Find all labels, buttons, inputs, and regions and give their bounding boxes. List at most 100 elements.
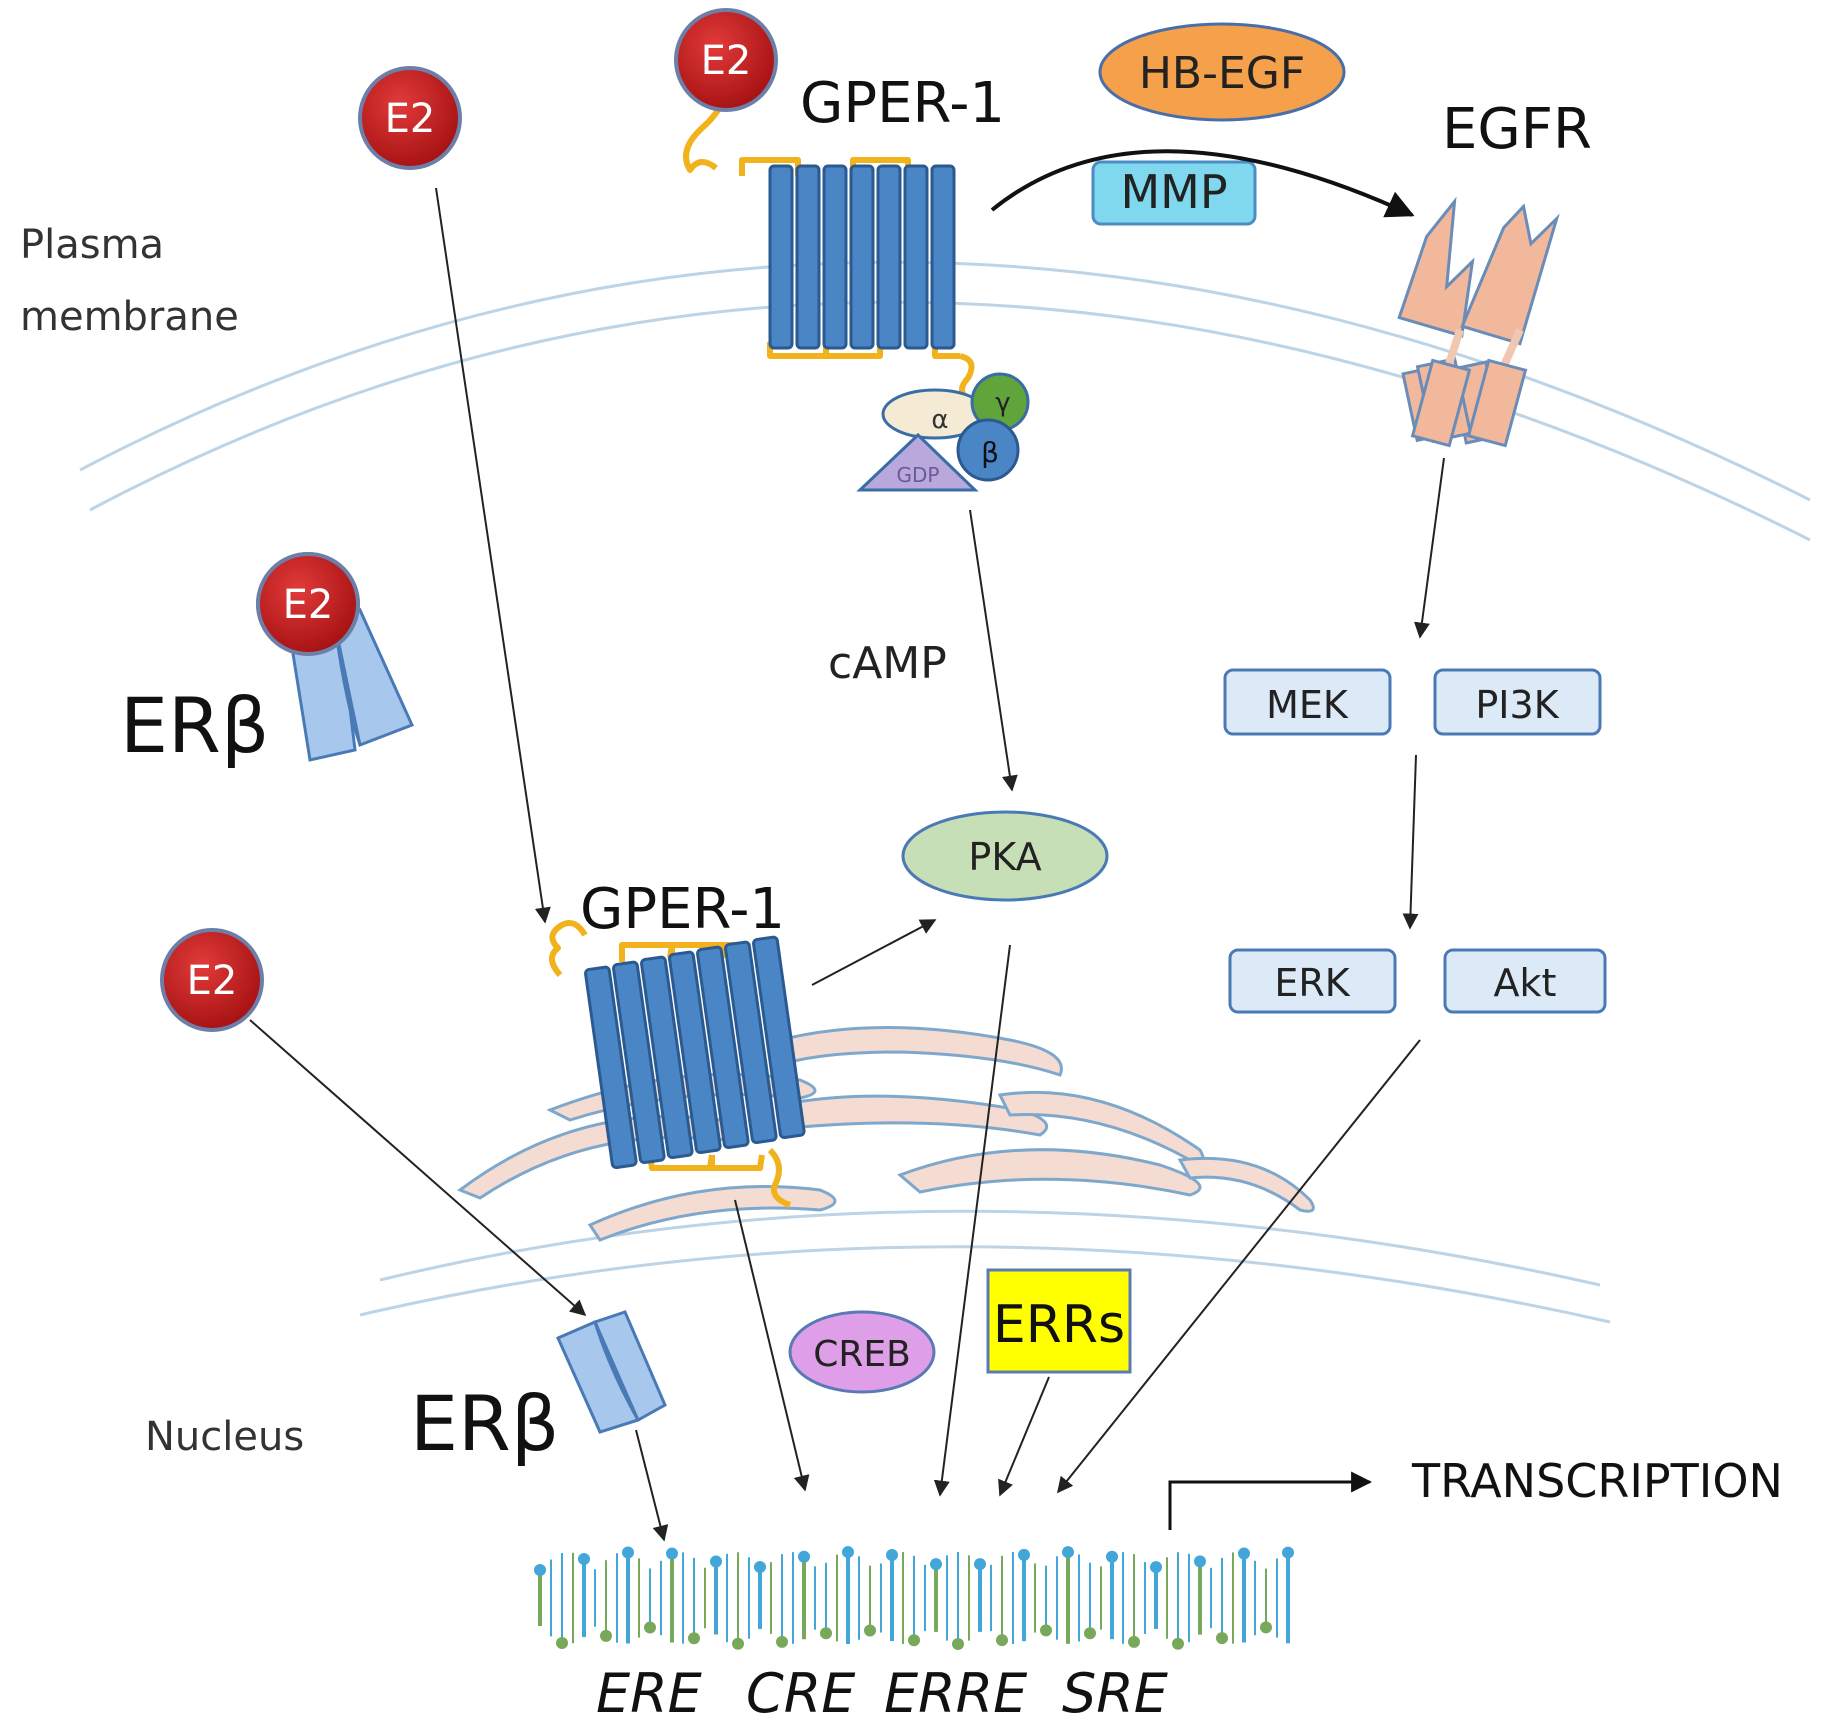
creb-label: CREB [813, 1334, 911, 1375]
arrow-e2-to-nuclear-erb [249, 1019, 587, 1317]
dna-base [666, 1547, 678, 1560]
dna-base [798, 1550, 810, 1563]
g-alpha-label: α [931, 405, 948, 435]
arrow-erk-to-sre [1056, 1039, 1421, 1494]
dna-base [1238, 1547, 1250, 1560]
g-gamma-label: γ [995, 388, 1010, 418]
dna-base [930, 1558, 942, 1571]
erk-label: ERK [1274, 961, 1350, 1005]
errs-label: ERRs [993, 1295, 1125, 1355]
arrow-errs-to-erre [998, 1376, 1050, 1497]
erb-nuclear-label: ERβ [410, 1379, 559, 1468]
nucleus-label: Nucleus [145, 1414, 304, 1460]
dna-strand [534, 1546, 1294, 1650]
g-protein-complex: α γ β GDP [856, 372, 1030, 492]
arrow-gper-to-egfr [990, 149, 1415, 218]
gdp-triangle [856, 432, 979, 492]
e2-ligand-top-left: E2 [358, 66, 462, 170]
mmp-label: MMP [1120, 165, 1227, 219]
sre-label: SRE [1062, 1662, 1169, 1725]
dna-base [864, 1624, 876, 1637]
dna-base [1106, 1550, 1118, 1563]
mmp-node: MMP [1091, 160, 1257, 226]
dna-base [556, 1637, 568, 1650]
dna-base [600, 1629, 612, 1642]
akt-node: Akt [1443, 948, 1607, 1014]
camp-label: cAMP [828, 638, 947, 689]
gper1-mid-label: GPER-1 [580, 877, 785, 942]
pi3k-node: PI3K [1433, 668, 1602, 736]
mek-node: MEK [1223, 668, 1392, 736]
arrow-gper-to-pka [811, 919, 937, 986]
dna-base [886, 1548, 898, 1561]
arrow-er-to-cre [734, 1199, 810, 1492]
arrow-kinase-to-erk [1402, 754, 1419, 930]
gper1-er-receptor [549, 920, 806, 1208]
arrow-erb-to-ere [635, 1429, 669, 1542]
pathway-arrows [249, 187, 1445, 1542]
mek-label: MEK [1266, 683, 1349, 727]
arrow-to-transcription [1168, 1471, 1373, 1530]
egfr-label: EGFR [1442, 97, 1592, 162]
gper1-membrane-receptor [683, 98, 975, 403]
plasma-membrane-label-line1: Plasma [20, 222, 164, 268]
e2-ligand-lower-left: E2 [160, 928, 264, 1032]
arrow-e2-to-er-gper [435, 187, 551, 924]
dna-base [1194, 1555, 1206, 1568]
pka-label: PKA [968, 835, 1041, 879]
dna-base [820, 1627, 832, 1640]
dna-base [644, 1621, 656, 1634]
dna-base [776, 1635, 788, 1648]
pka-node: PKA [901, 810, 1109, 902]
dna-base [1018, 1548, 1030, 1561]
dna-base [1282, 1546, 1294, 1559]
dna-base [622, 1546, 634, 1559]
e2-label: E2 [385, 96, 436, 142]
hbegf-node: HB-EGF [1098, 22, 1346, 122]
dna-base [996, 1634, 1008, 1647]
dna-base [952, 1638, 964, 1650]
nuclear-envelope [359, 1209, 1611, 1324]
dna-base [1128, 1635, 1140, 1648]
endoplasmic-reticulum [456, 1026, 1315, 1242]
dna-base [908, 1634, 920, 1647]
erre-label: ERRE [884, 1662, 1028, 1725]
g-beta-subunit [956, 418, 1020, 482]
dna-base [974, 1558, 986, 1571]
creb-node: CREB [788, 1310, 936, 1394]
dna-base [732, 1637, 744, 1650]
egfr-receptor [1397, 196, 1560, 448]
e2-label: E2 [283, 582, 334, 628]
errs-node: ERRs [986, 1268, 1132, 1374]
dna-base [754, 1561, 766, 1574]
e2-ligand-gper: E2 [674, 8, 778, 112]
erb-cytoplasmic-receptor [288, 607, 415, 762]
arrow-pka-to-erre [933, 944, 1011, 1497]
akt-label: Akt [1494, 961, 1557, 1005]
dna-base [1062, 1546, 1074, 1559]
e2-label: E2 [187, 958, 238, 1004]
erb-cytoplasmic-label: ERβ [120, 681, 269, 770]
dna-base [1150, 1561, 1162, 1574]
dna-base [1216, 1632, 1228, 1645]
dna-base [688, 1632, 700, 1645]
gper1-top-label: GPER-1 [800, 71, 1005, 136]
ere-label: ERE [596, 1662, 703, 1725]
pi3k-label: PI3K [1475, 683, 1559, 727]
hbegf-label: HB-EGF [1139, 48, 1305, 99]
dna-base [1084, 1627, 1096, 1640]
arrow-egfr-to-mek [1413, 457, 1445, 639]
e2-ligand-erb-front: E2 [256, 552, 360, 656]
gdp-label: GDP [897, 463, 940, 487]
dna-base [1172, 1637, 1184, 1650]
dna-base [1040, 1624, 1052, 1637]
erb-nuclear-receptor [556, 1310, 667, 1434]
dna-base [578, 1552, 590, 1565]
dna-base [842, 1546, 854, 1559]
dna-base [1260, 1621, 1272, 1634]
e2-label: E2 [701, 38, 752, 84]
g-beta-label: β [981, 436, 999, 469]
erk-node: ERK [1228, 948, 1397, 1014]
plasma-membrane-label-line2: membrane [20, 294, 239, 340]
